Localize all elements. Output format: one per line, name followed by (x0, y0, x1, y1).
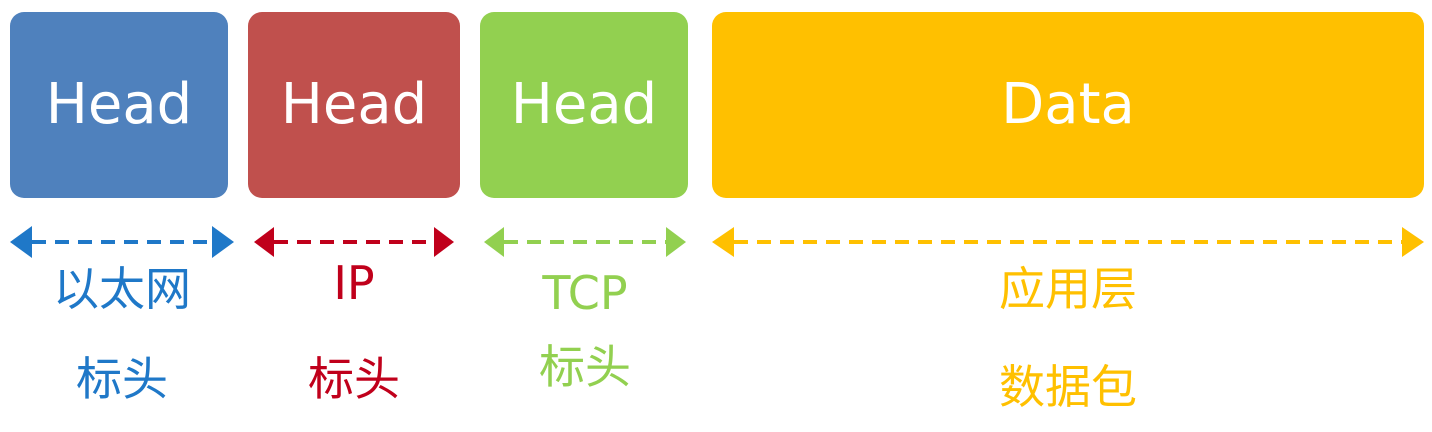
data-arrow-right-head (1402, 227, 1424, 257)
tcp-label-line1: TCP (542, 266, 628, 320)
ethernet-label-line1: 以太网 (53, 262, 191, 316)
ip-head-box: Head (248, 12, 460, 198)
ethernet-head-text: Head (45, 72, 193, 137)
ip-head-text: Head (280, 72, 428, 137)
ethernet-head-box: Head (10, 12, 228, 198)
data-label-line1: 应用层 (999, 262, 1137, 316)
ethernet-label-line2: 标头 (76, 352, 168, 406)
ethernet-arrow-right-head (212, 226, 234, 258)
ip-arrow-right-head (434, 227, 454, 257)
data-span-arrow (712, 227, 1424, 257)
ethernet-span-arrow (10, 226, 234, 258)
tcp-arrow-right-head (666, 227, 686, 257)
data-label-line2: 数据包 (999, 360, 1137, 414)
tcp-head-text: Head (510, 72, 658, 137)
ip-arrow-left-head (254, 227, 274, 257)
ip-span-arrow (254, 227, 454, 257)
ethernet-arrow-left-head (10, 226, 32, 258)
data-arrow-left-head (712, 227, 734, 257)
ip-label-line1: IP (333, 256, 375, 310)
data-text: Data (1001, 72, 1135, 137)
tcp-label-line2: 标头 (539, 340, 631, 394)
tcp-head-box: Head (480, 12, 688, 198)
data-box: Data (712, 12, 1424, 198)
tcp-span-arrow (484, 227, 686, 257)
ip-label-line2: 标头 (308, 352, 400, 406)
tcp-arrow-left-head (484, 227, 504, 257)
